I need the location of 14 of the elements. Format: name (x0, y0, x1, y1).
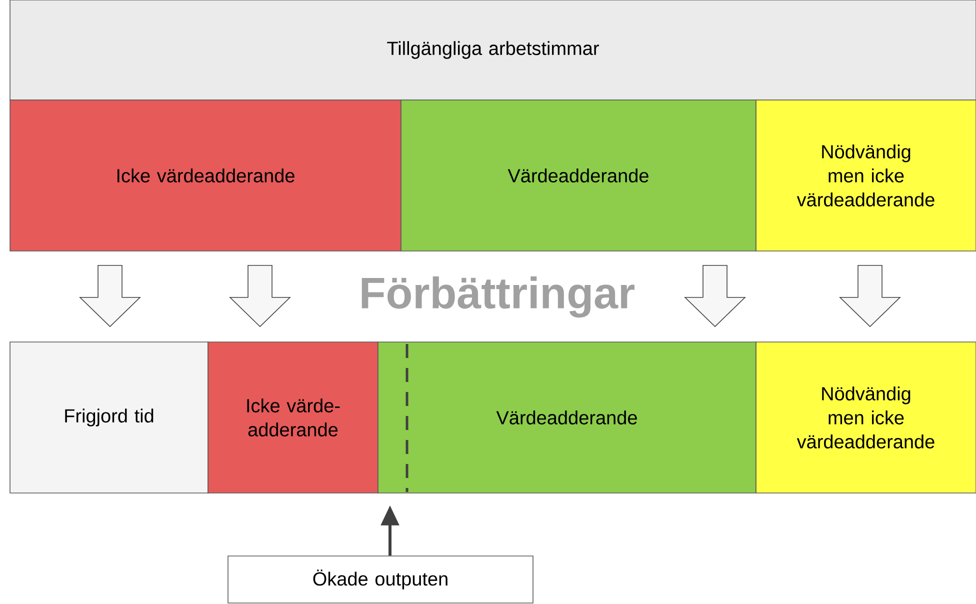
block-arrow (839, 265, 901, 328)
category-block: Icke värdeadderande (10, 100, 402, 252)
category-block: Nödvändig men icke värdeadderande (756, 342, 976, 494)
header-bar: Tillgängliga arbetstimmar (10, 0, 976, 100)
callout-box: Ökade outputen (228, 556, 534, 604)
block-arrow (684, 265, 746, 328)
category-block: Icke värde- adderande (208, 342, 378, 494)
category-block: Nödvändig men icke värdeadderande (756, 100, 976, 252)
category-block: Frigjord tid (10, 342, 208, 494)
heading-text: Förbättringar (362, 276, 634, 318)
block-arrow (79, 265, 141, 328)
category-block: Värdeadderande (378, 342, 756, 494)
block-arrow (229, 265, 291, 328)
category-block: Värdeadderande (400, 100, 756, 252)
